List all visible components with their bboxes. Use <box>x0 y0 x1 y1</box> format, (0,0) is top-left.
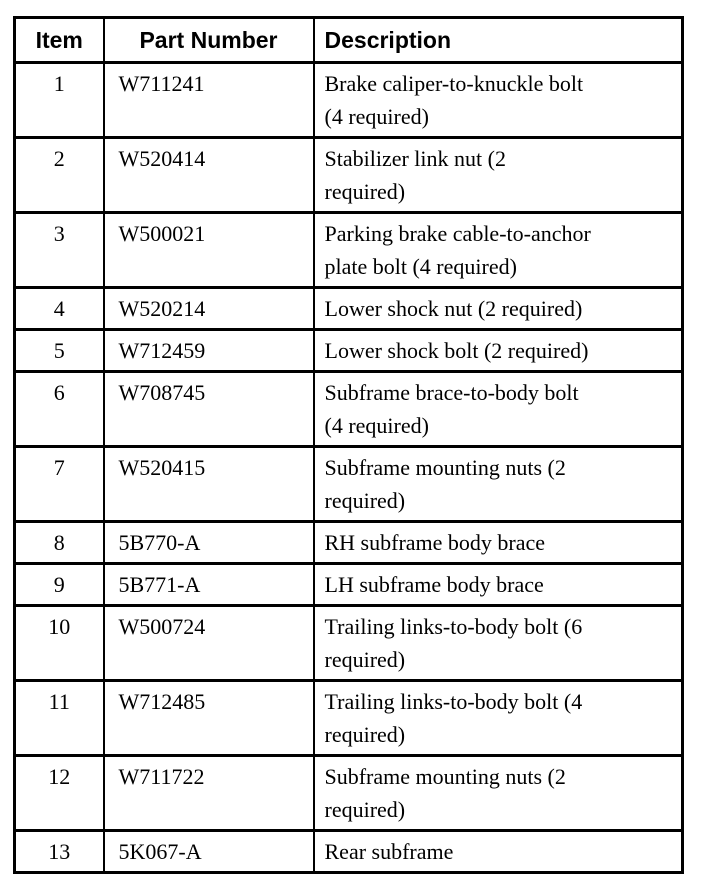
part-number-cell: W500724 <box>102 604 315 682</box>
part-number-cell: W520214 <box>102 286 315 331</box>
item-cell: 11 <box>13 679 105 757</box>
description-cell: Brake caliper-to-knuckle bolt (4 require… <box>312 61 684 139</box>
description-cell: Subframe brace-to-body bolt (4 required) <box>312 370 684 448</box>
item-cell: 2 <box>13 136 105 214</box>
table-header: Item Part Number Description <box>13 16 684 64</box>
column-header-part-number: Part Number <box>102 16 315 64</box>
part-number-cell: W520414 <box>102 136 315 214</box>
item-cell: 9 <box>13 562 105 607</box>
part-number-cell: 5B771-A <box>102 562 315 607</box>
part-number-cell: W711722 <box>102 754 315 832</box>
description-cell: Trailing links-to-body bolt (6 required) <box>312 604 684 682</box>
description-cell: Subframe mounting nuts (2 required) <box>312 754 684 832</box>
description-cell: Subframe mounting nuts (2 required) <box>312 445 684 523</box>
column-header-item: Item <box>13 16 105 64</box>
description-cell: RH subframe body brace <box>312 520 684 565</box>
item-cell: 10 <box>13 604 105 682</box>
item-cell: 4 <box>13 286 105 331</box>
part-number-cell: W708745 <box>102 370 315 448</box>
description-cell: Lower shock bolt (2 required) <box>312 328 684 373</box>
item-cell: 1 <box>13 61 105 139</box>
item-cell: 5 <box>13 328 105 373</box>
item-cell: 13 <box>13 829 105 874</box>
item-cell: 3 <box>13 211 105 289</box>
part-number-cell: W520415 <box>102 445 315 523</box>
item-cell: 7 <box>13 445 105 523</box>
part-number-cell: W500021 <box>102 211 315 289</box>
header-row: Item Part Number Description <box>13 16 684 64</box>
description-cell: Parking brake cable-to-anchor plate bolt… <box>312 211 684 289</box>
part-number-cell: W711241 <box>102 61 315 139</box>
column-header-description: Description <box>312 16 684 64</box>
item-cell: 8 <box>13 520 105 565</box>
description-cell: Lower shock nut (2 required) <box>312 286 684 331</box>
description-cell: LH subframe body brace <box>312 562 684 607</box>
item-cell: 12 <box>13 754 105 832</box>
description-cell: Stabilizer link nut (2 required) <box>312 136 684 214</box>
item-cell: 6 <box>13 370 105 448</box>
part-number-cell: W712485 <box>102 679 315 757</box>
part-number-cell: 5B770-A <box>102 520 315 565</box>
part-number-cell: W712459 <box>102 328 315 373</box>
description-cell: Rear subframe <box>312 829 684 874</box>
part-number-cell: 5K067-A <box>102 829 315 874</box>
description-cell: Trailing links-to-body bolt (4 required) <box>312 679 684 757</box>
